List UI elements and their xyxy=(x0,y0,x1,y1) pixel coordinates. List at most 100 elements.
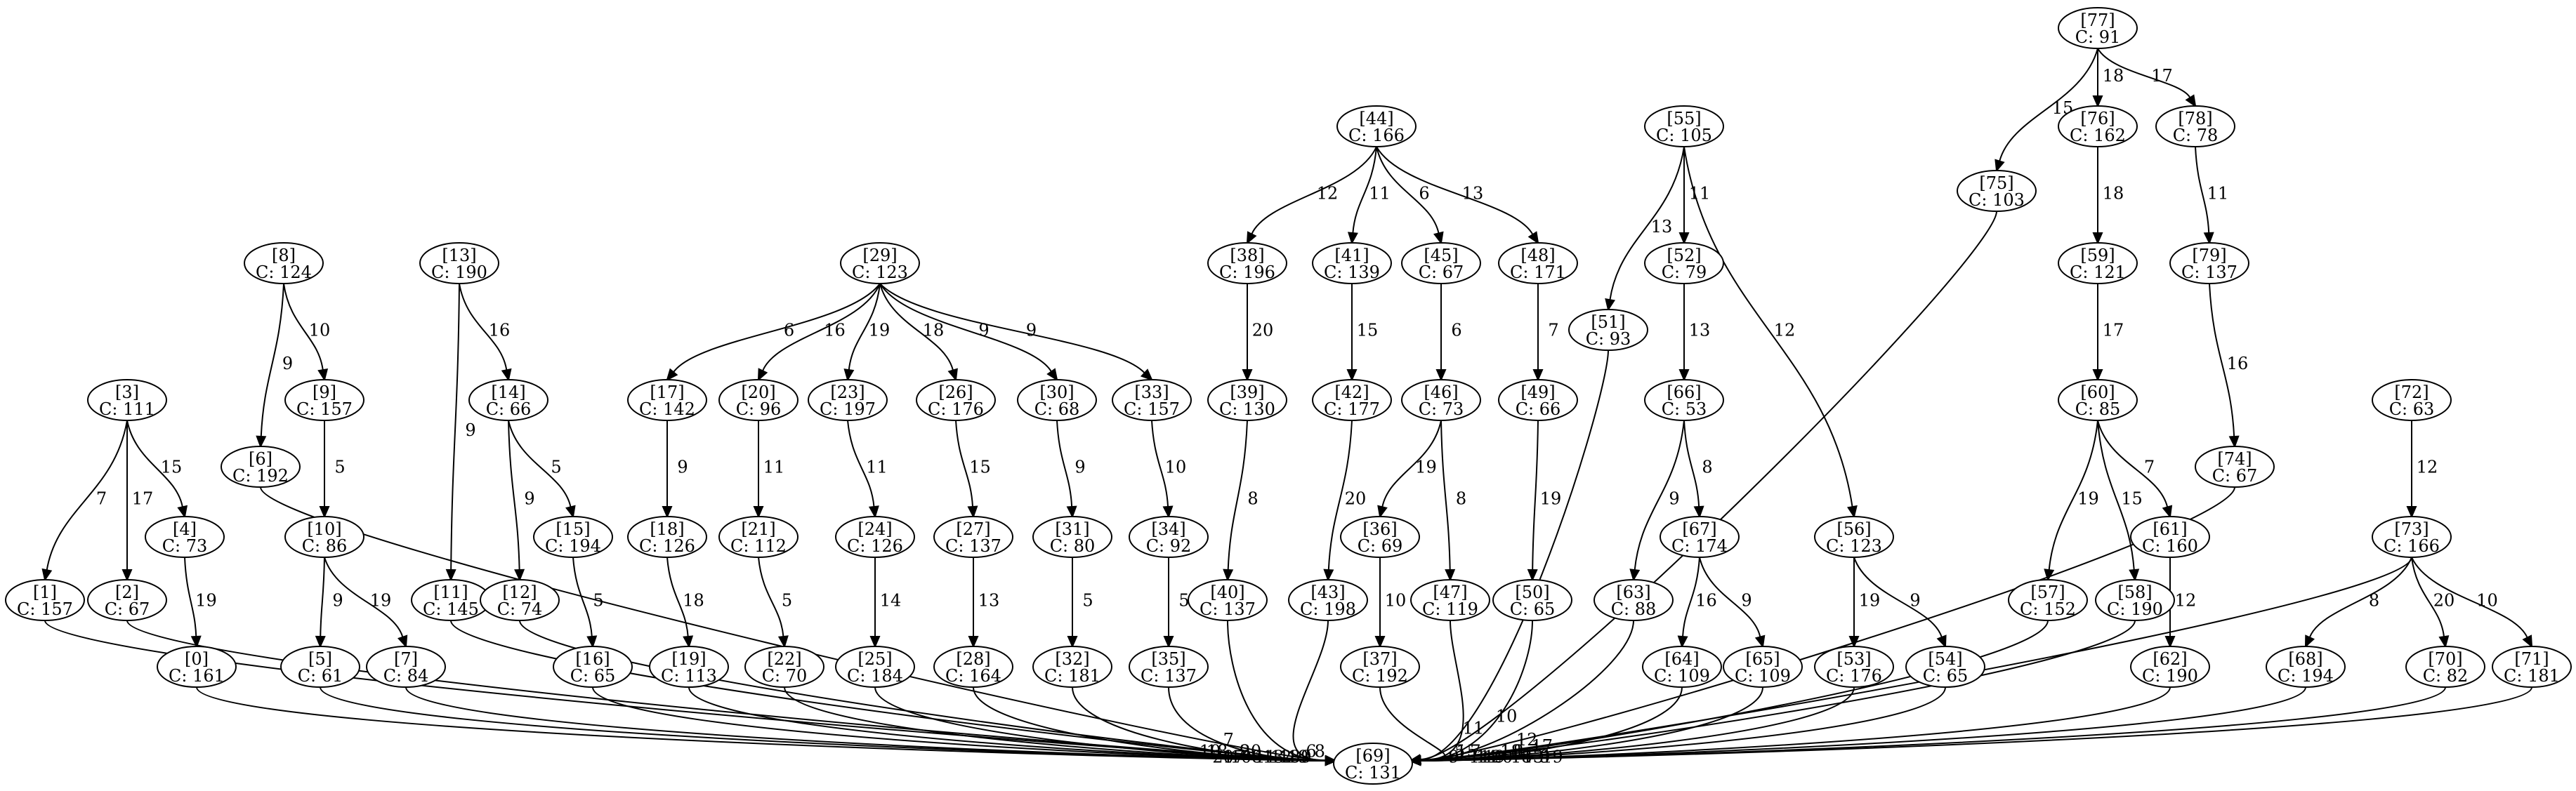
edge-weight-label: 20 xyxy=(1252,321,1274,340)
arrowhead-icon xyxy=(662,506,673,519)
graph-node-47: [47]C: 119 xyxy=(1410,579,1490,621)
edge-3-to-1: 7 xyxy=(41,420,128,582)
edge-line xyxy=(1352,146,1377,234)
edge-line xyxy=(1420,620,2136,762)
edge-line xyxy=(260,283,284,437)
node-cost-label: C: 119 xyxy=(1422,599,1478,619)
edge-weight-label: 19 xyxy=(2077,489,2099,509)
edge-weight-label: 9 xyxy=(1741,591,1752,611)
edge-27-to-28: 13 xyxy=(968,557,999,649)
edge-weight-label: 15 xyxy=(1357,321,1379,340)
node-cost-label: C: 196 xyxy=(1219,262,1275,282)
node-ellipse xyxy=(2195,446,2275,488)
node-id-label: [49] xyxy=(1520,383,1555,402)
edge-73-to-71: 10 xyxy=(2411,557,2533,649)
node-id-label: [79] xyxy=(2192,246,2226,265)
node-cost-label: C: 166 xyxy=(1348,126,1405,145)
node-cost-label: C: 142 xyxy=(639,399,695,419)
node-id-label: [53] xyxy=(1836,649,1871,669)
edge-line xyxy=(283,283,324,371)
node-ellipse xyxy=(1340,516,1420,558)
node-ellipse xyxy=(916,379,996,421)
graph-node-24: [24]C: 126 xyxy=(835,516,915,558)
edge-weight-label: 16 xyxy=(1695,591,1717,611)
edge-weight-label: 6 xyxy=(1451,321,1461,340)
arrowhead-icon xyxy=(190,635,202,649)
edge-20-to-21: 11 xyxy=(753,420,784,519)
arrowhead-icon xyxy=(1445,569,1456,582)
node-id-label: [13] xyxy=(442,246,476,265)
graph-node-29: [29]C: 123 xyxy=(840,242,920,284)
node-id-label: [10] xyxy=(307,519,341,539)
arrowhead-icon xyxy=(1527,231,1539,245)
edge-29-to-23: 19 xyxy=(843,283,890,382)
node-ellipse xyxy=(553,646,633,688)
arrowhead-icon xyxy=(2129,569,2140,582)
node-cost-label: C: 157 xyxy=(296,399,353,419)
node-cost-label: C: 162 xyxy=(2070,126,2126,145)
node-ellipse xyxy=(1336,105,1417,147)
node-cost-label: C: 171 xyxy=(1510,262,1566,282)
node-id-label: [46] xyxy=(1424,383,1458,402)
edge-line xyxy=(1420,686,2532,762)
edge-line xyxy=(673,283,881,373)
node-id-label: [15] xyxy=(556,519,590,539)
edge-42-to-43: 20 xyxy=(1323,420,1366,582)
node-id-label: [63] xyxy=(1616,583,1650,602)
node-ellipse xyxy=(2372,379,2452,421)
node-id-label: [14] xyxy=(491,383,525,402)
arrowhead-icon xyxy=(2092,369,2103,382)
node-ellipse xyxy=(244,242,324,284)
node-cost-label: C: 82 xyxy=(2423,666,2469,686)
graph-node-57: [57]C: 152 xyxy=(2008,579,2088,621)
node-cost-label: C: 105 xyxy=(1656,126,1712,145)
graph-node-40: [40]C: 137 xyxy=(1188,579,1268,621)
edge-weight-label: 8 xyxy=(1247,489,1258,509)
node-id-label: [44] xyxy=(1359,109,1393,128)
node-ellipse xyxy=(2405,646,2485,688)
edge-3-to-2: 17 xyxy=(121,420,153,582)
arrowhead-icon xyxy=(1678,232,1690,245)
graph-node-20: [20]C: 96 xyxy=(718,379,799,421)
arrowhead-icon xyxy=(2203,232,2214,245)
edge-line xyxy=(459,283,508,371)
node-ellipse xyxy=(2492,646,2572,688)
node-cost-label: C: 85 xyxy=(2075,399,2121,419)
edge-46-to-36: 19 xyxy=(1377,420,1442,519)
edge-weight-label: 11 xyxy=(2207,184,2229,204)
node-ellipse xyxy=(419,242,499,284)
graph-node-13: [13]C: 190 xyxy=(419,242,499,284)
node-cost-label: C: 184 xyxy=(847,666,903,686)
arrowhead-icon xyxy=(1223,569,1234,582)
node-ellipse xyxy=(2058,379,2138,421)
edge-30-to-31: 9 xyxy=(1056,420,1086,519)
graph-node-23: [23]C: 197 xyxy=(808,379,888,421)
edge-line xyxy=(879,283,1052,373)
node-ellipse xyxy=(1032,646,1112,688)
node-ellipse xyxy=(533,516,613,558)
node-id-label: [27] xyxy=(956,519,990,539)
edge-line xyxy=(1292,620,1329,762)
edge-52-to-66: 13 xyxy=(1678,283,1710,382)
node-cost-label: C: 152 xyxy=(2020,599,2076,619)
node-cost-label: C: 68 xyxy=(1034,399,1080,419)
edge-line xyxy=(1682,557,1700,637)
node-ellipse xyxy=(2372,516,2452,558)
arrowhead-icon xyxy=(1677,635,1688,649)
arrowhead-icon xyxy=(1163,636,1174,649)
node-cost-label: C: 145 xyxy=(423,599,479,619)
arrowhead-icon xyxy=(514,569,525,582)
arrowhead-icon xyxy=(501,368,512,382)
edge-38-to-39: 20 xyxy=(1242,284,1274,382)
node-ellipse xyxy=(2008,579,2088,621)
edge-weight-label: 8 xyxy=(1702,458,1712,477)
edge-14-to-12: 9 xyxy=(508,420,535,582)
edge-weight-label: 9 xyxy=(1539,747,1550,767)
graph-node-38: [38]C: 196 xyxy=(1207,242,1287,284)
edge-29-to-26: 18 xyxy=(879,283,958,382)
node-ellipse xyxy=(1032,516,1112,558)
graph-node-5: [5]C: 61 xyxy=(280,646,360,688)
node-id-label: [51] xyxy=(1591,312,1625,332)
graph-node-36: [36]C: 69 xyxy=(1340,516,1420,558)
